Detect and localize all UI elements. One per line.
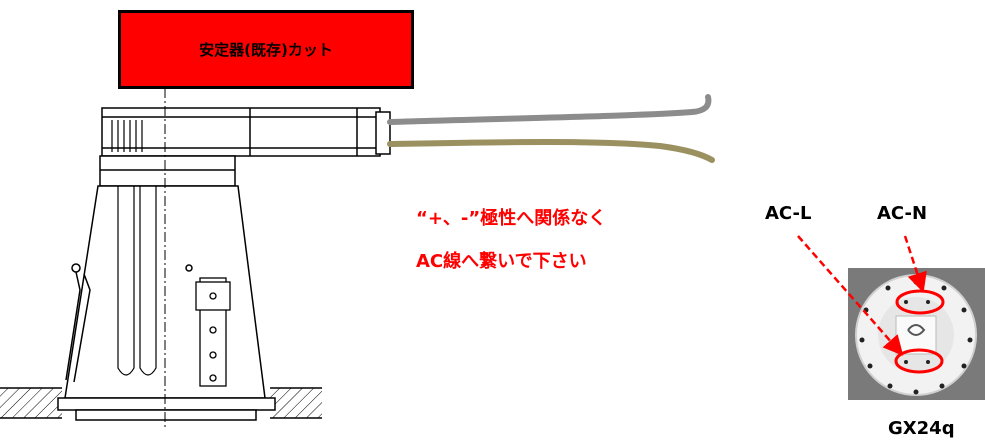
lamp-tubes <box>111 120 157 376</box>
spring-clip <box>65 263 193 383</box>
ac-n-label: AC-N <box>877 203 928 224</box>
ac-n-arrow <box>903 235 927 293</box>
ac-l-arrow <box>797 235 904 356</box>
gx24q-socket-photo <box>848 268 985 400</box>
mounting-bracket <box>195 277 231 387</box>
ballast-cut-banner: 安定器(既存)カット <box>118 10 414 89</box>
wire-olive <box>387 139 715 163</box>
socket-type-label: GX24q <box>888 418 955 439</box>
polarity-note-line2: AC線へ繋いで下さい <box>416 251 587 272</box>
polarity-note-line1: “+、-”極性へ関係なく <box>416 208 607 229</box>
ceiling-hatch-right <box>270 387 322 419</box>
ceiling-hatch-left <box>0 387 62 419</box>
wire-gray <box>387 94 712 125</box>
ac-l-label: AC-L <box>765 203 812 224</box>
ac-l-pin-highlight <box>894 348 944 374</box>
